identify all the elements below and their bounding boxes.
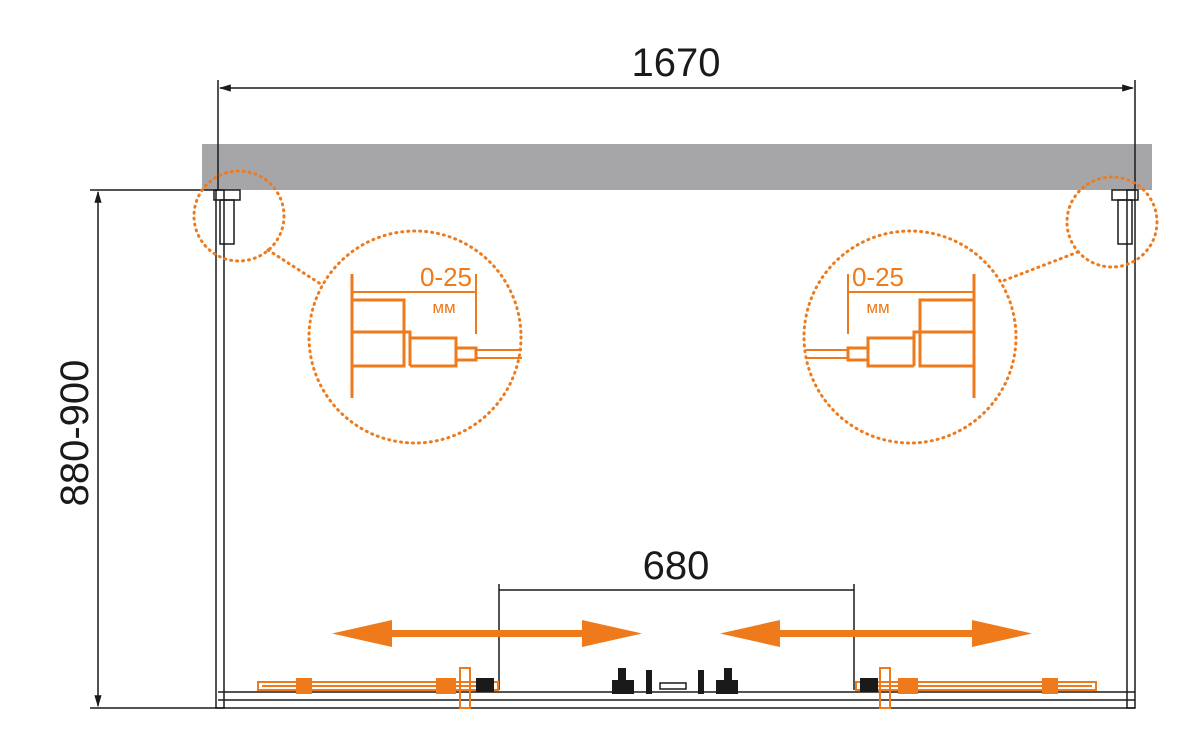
right-detail-profile: [806, 274, 976, 398]
wall: [202, 144, 1152, 190]
total-width-label: 1670: [632, 41, 721, 85]
left-corner-highlight: [192, 169, 286, 263]
left-detail-profile: [350, 274, 522, 398]
door-opening-dimension: 680: [498, 544, 855, 690]
right-detail-range: 0-25: [852, 262, 904, 292]
bottom-track: [218, 691, 1135, 709]
right-door-panel: [855, 667, 1097, 709]
left-detail-unit: мм: [432, 298, 455, 317]
left-side-frame: [213, 189, 241, 709]
left-detail-range: 0-25: [420, 262, 472, 292]
total-width-dimension: 1670: [217, 41, 1136, 190]
left-slide-arrow: [332, 620, 642, 647]
right-detail-callout: 0-25 мм: [802, 175, 1159, 445]
right-slide-arrow: [720, 620, 1032, 647]
center-handles: [612, 668, 738, 694]
left-door-panel: [257, 667, 499, 709]
depth-dimension: 880-900: [53, 189, 218, 709]
depth-label: 880-900: [53, 360, 97, 507]
right-corner-highlight: [1065, 175, 1159, 269]
door-opening-label: 680: [643, 544, 710, 588]
right-detail-unit: мм: [866, 298, 889, 317]
left-detail-callout: 0-25 мм: [192, 169, 523, 445]
